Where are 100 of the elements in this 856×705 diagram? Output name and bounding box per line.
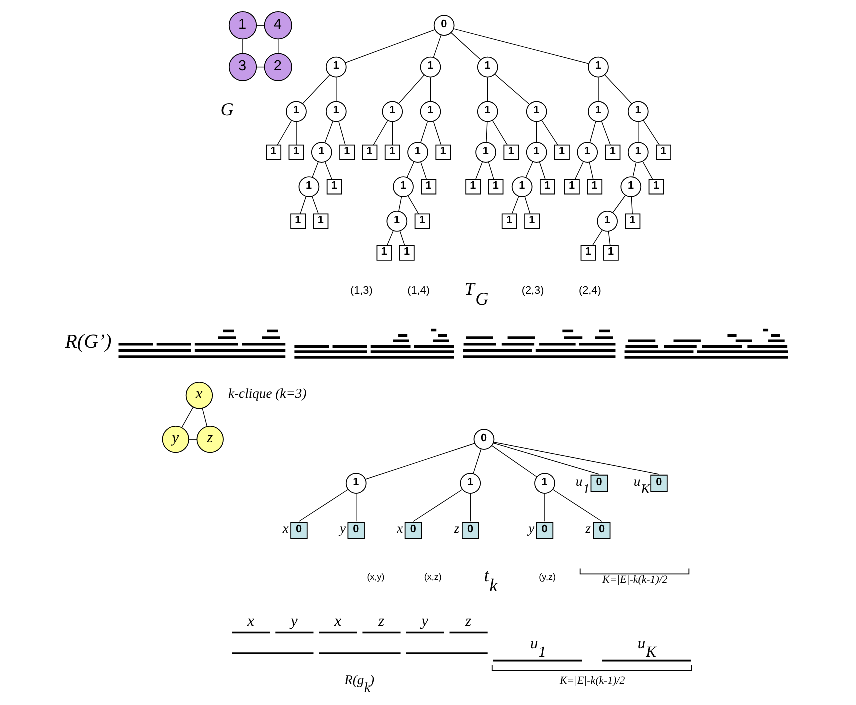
connector	[574, 162, 584, 180]
node-box: 1	[504, 144, 520, 160]
node-circle: 1	[476, 142, 496, 163]
connector	[400, 230, 406, 246]
node-box: 1	[524, 214, 540, 230]
node-box: 1	[554, 144, 570, 160]
label: y	[291, 613, 298, 630]
connector	[256, 25, 265, 26]
node-label: z	[454, 520, 460, 536]
connector	[300, 196, 307, 214]
connector	[338, 121, 346, 146]
connector	[188, 439, 198, 440]
label: z	[378, 613, 385, 630]
connector	[430, 77, 432, 102]
connector	[365, 443, 476, 480]
connector	[476, 162, 484, 180]
connector	[470, 493, 471, 522]
node-circle: 1	[382, 101, 404, 122]
node-circle: 1	[477, 56, 498, 78]
node-box: 1	[266, 144, 282, 160]
connector	[592, 230, 603, 246]
node-box: 1	[587, 179, 603, 195]
connector	[612, 195, 626, 214]
label: (2,3)	[522, 285, 544, 298]
node-box: 1	[313, 214, 329, 230]
connector	[277, 120, 292, 146]
node-circle: 1	[628, 142, 649, 163]
connector	[486, 122, 488, 143]
connector	[544, 493, 546, 522]
node-circle: 1	[460, 473, 482, 494]
connector	[526, 162, 534, 178]
node-box: 1	[376, 246, 392, 261]
connector	[536, 122, 538, 143]
connector	[494, 74, 530, 105]
connector	[492, 120, 508, 146]
node-box: 1	[540, 179, 556, 195]
node-box: 1	[603, 246, 619, 261]
connector	[608, 231, 611, 246]
connector	[488, 162, 494, 180]
connector	[433, 121, 442, 146]
node-circle: 1	[477, 101, 498, 122]
node-box: 1	[399, 246, 415, 261]
node-circle: y	[162, 426, 190, 454]
node-box: 1	[564, 179, 580, 195]
node-circle: 1	[386, 211, 408, 232]
label: (x,y)	[367, 572, 385, 582]
connector	[398, 74, 425, 104]
connector	[324, 162, 332, 180]
connector	[604, 74, 632, 104]
node-box: 1	[340, 144, 355, 160]
connector	[278, 39, 279, 54]
connector	[542, 120, 558, 146]
node-label: y	[340, 520, 346, 536]
node-box: 1	[625, 214, 641, 230]
connector	[312, 162, 319, 178]
node-circle: 1	[393, 176, 414, 198]
connector	[638, 122, 639, 143]
node-circle: 4	[264, 12, 292, 40]
connector	[298, 489, 349, 522]
node-circle: 1	[534, 473, 556, 494]
label: R(G’)	[65, 331, 112, 354]
node-circle: 1	[512, 176, 533, 198]
node-circle: 1	[286, 101, 307, 122]
connector	[312, 196, 319, 214]
connector	[642, 161, 654, 180]
connector	[632, 162, 637, 178]
label: (1,4)	[408, 285, 430, 298]
connector	[392, 122, 393, 146]
node-circle: 2	[264, 53, 292, 82]
connector	[590, 121, 596, 143]
connector	[589, 162, 594, 180]
label: (2,4)	[578, 285, 602, 298]
node-circle: 1	[620, 176, 642, 198]
node-circle: 1	[588, 56, 609, 78]
label: (x,z)	[424, 572, 442, 582]
node-box: 1	[656, 144, 672, 160]
node-circle: 1	[346, 473, 367, 494]
connector	[386, 230, 394, 246]
node-box: 1	[326, 179, 342, 195]
node-circle: 1	[326, 101, 347, 122]
node-circle: 1	[597, 211, 618, 232]
connector	[453, 28, 590, 64]
connector	[601, 120, 611, 146]
connector	[420, 121, 428, 144]
label: K=|E|-k(k-1)/2	[560, 675, 626, 688]
connector	[302, 74, 330, 104]
node-circle: 1	[628, 101, 649, 122]
node-circle: 1	[326, 56, 347, 78]
connector	[356, 493, 357, 522]
node-box: 1	[605, 144, 621, 160]
node-label: x	[397, 520, 404, 536]
node-label: x	[282, 520, 289, 536]
connector	[643, 120, 660, 146]
node-box: 1	[288, 144, 304, 160]
node-circle: z	[196, 426, 224, 454]
connector	[406, 162, 415, 178]
label: z	[466, 613, 472, 630]
node-box: 1	[384, 144, 400, 160]
connector	[552, 489, 602, 522]
node-box: 1	[502, 214, 518, 230]
